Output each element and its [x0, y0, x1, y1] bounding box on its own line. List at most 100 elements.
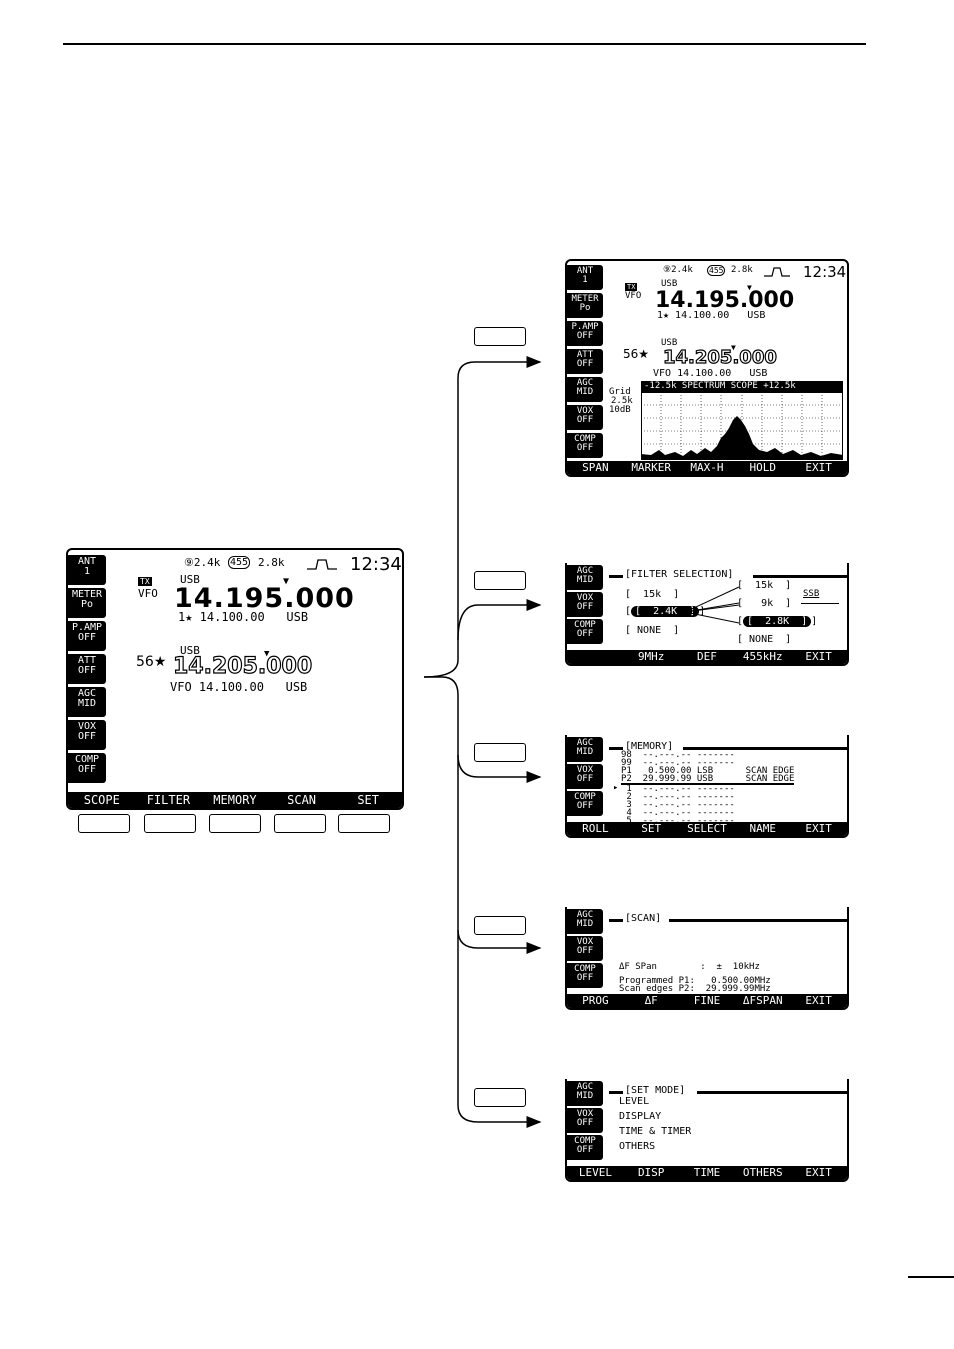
softkey-blank[interactable]: [569, 650, 622, 664]
softkey-set-exit[interactable]: EXIT: [805, 1166, 832, 1179]
softkey-span[interactable]: SPAN: [582, 461, 609, 474]
softkey-mem-set[interactable]: SET: [641, 822, 662, 835]
setmode-item-others[interactable]: OTHERS: [619, 1141, 656, 1152]
setmode-item-time[interactable]: TIME & TIMER: [619, 1126, 692, 1137]
softkey-hold[interactable]: HOLD: [749, 461, 777, 474]
memory-row[interactable]: 2 --.---.-- -------: [621, 792, 735, 802]
softkey-exit[interactable]: EXIT: [805, 461, 832, 474]
softkey-memory[interactable]: MEMORY: [213, 793, 257, 807]
memory-row[interactable]: 5 --.---.-- -------: [621, 816, 735, 826]
softkey-others[interactable]: OTHERS: [742, 1166, 783, 1179]
memory-row[interactable]: 98 --.---.-- -------: [621, 750, 735, 760]
softkey-name[interactable]: NAME: [749, 822, 777, 835]
filter-right-none[interactable]: [ NONE ]: [737, 634, 792, 645]
softkey-maxh[interactable]: MAX-H: [690, 461, 724, 474]
memory-row-selected[interactable]: 1 --.---.-- -------: [621, 783, 795, 794]
softkey-prog[interactable]: PROG: [582, 994, 609, 1007]
softkey-disp[interactable]: DISP: [637, 1166, 665, 1179]
softkey-level[interactable]: LEVEL: [578, 1166, 612, 1179]
hw-key-5[interactable]: [338, 814, 390, 833]
scope-mode2: USB: [661, 338, 678, 348]
filter-lines: [685, 586, 740, 624]
scope-mem: 56★: [623, 347, 650, 361]
filter-right-selected: [ 2.8K ]: [743, 616, 812, 627]
softkey-def[interactable]: DEF: [697, 650, 717, 663]
memory-row[interactable]: 3 --.---.-- -------: [621, 800, 735, 810]
marker-triangle: ▼: [283, 576, 290, 587]
memory-row[interactable]: 99 --.---.-- -------: [621, 758, 735, 768]
softkey-select[interactable]: SELECT: [687, 822, 727, 835]
connector-lines: [423, 356, 542, 1128]
scope-frequency2: 14.205.000: [662, 346, 777, 368]
softkey-set[interactable]: SET: [357, 793, 380, 807]
filter-left-15k[interactable]: [ 15k ]: [625, 589, 680, 600]
hw-key-3[interactable]: [209, 814, 261, 833]
filter-right-28k[interactable]: [[ 2.8K ]]: [737, 616, 818, 627]
hw-key-1[interactable]: [78, 814, 130, 833]
scope-mode: USB: [661, 279, 678, 289]
setmode-item-display[interactable]: DISPLAY: [619, 1111, 662, 1122]
scope-marker: ▼: [747, 283, 752, 292]
memory-row[interactable]: P2 29.999.99 USB SCAN EDGE: [621, 774, 795, 784]
grid-label: Grid: [609, 387, 631, 397]
scope-vfo: VFO: [625, 291, 642, 301]
softkey-9mhz[interactable]: 9MHz: [637, 650, 665, 663]
softkey-roll[interactable]: ROLL: [582, 822, 609, 835]
softkey-455khz[interactable]: 455kHz: [742, 650, 783, 663]
memory-title-bar-left: [609, 747, 623, 750]
filter-title-bar-right: [753, 575, 847, 578]
memory-row[interactable]: P1 0.500.00 LSB SCAN EDGE: [621, 766, 795, 776]
spectrum-scope: [641, 392, 843, 460]
setmode-item-level[interactable]: LEVEL: [619, 1096, 650, 1107]
filter-left-none[interactable]: [ NONE ]: [625, 625, 680, 636]
filter-right-9k[interactable]: [ 9k ]: [737, 598, 792, 609]
softkey-fine[interactable]: FINE: [693, 994, 721, 1007]
filter-455-badge: 455: [228, 556, 251, 569]
softkey-delta-f[interactable]: ΔF: [644, 994, 658, 1007]
filter-9mhz-status: ⑨2.4k: [184, 556, 221, 569]
softkey-scope[interactable]: SCOPE: [83, 793, 120, 807]
softkey-scan[interactable]: SCAN: [287, 793, 317, 807]
memory-softkeys: ROLL SET SELECT NAME EXIT: [567, 822, 847, 836]
softkey-scan-exit[interactable]: EXIT: [805, 994, 832, 1007]
hw-key-4[interactable]: [274, 814, 326, 833]
softkey-marker[interactable]: MARKER: [631, 461, 672, 474]
softkey-filter-exit[interactable]: EXIT: [805, 650, 832, 663]
scan-delta-span: ΔF SPan : ± 10kHz: [619, 962, 760, 972]
hw-key-2[interactable]: [144, 814, 196, 833]
filter-right-15k[interactable]: [ 15k ]: [737, 580, 792, 591]
memory-row[interactable]: 4 --.---.-- -------: [621, 808, 735, 818]
scope-marker2: ▼: [731, 343, 736, 352]
softkey-mem-exit[interactable]: EXIT: [805, 822, 832, 835]
softkey-delta-fspan[interactable]: ΔFSPAN: [742, 994, 783, 1007]
scan-title-bar-right: [669, 919, 847, 922]
softkey-filter[interactable]: FILTER: [146, 793, 191, 807]
softkey-time[interactable]: TIME: [693, 1166, 721, 1179]
